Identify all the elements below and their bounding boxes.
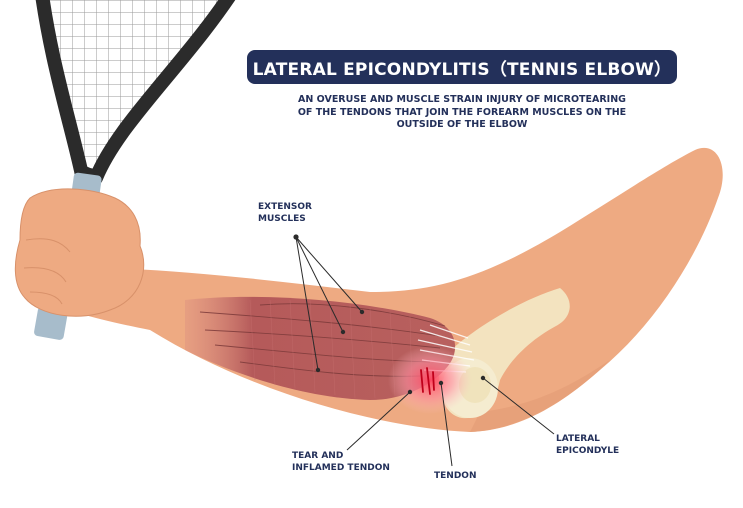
label-line: INFLAMED TENDON [292, 462, 390, 473]
label-tear-inflamed-tendon: TEAR AND INFLAMED TENDON [292, 451, 390, 474]
label-line: EPICONDYLE [556, 445, 620, 456]
page-title: LATERAL EPICONDYLITIS（TENNIS ELBOW） [247, 50, 677, 84]
label-line: EXTENSOR [258, 202, 312, 212]
label-line: LATERAL [556, 434, 600, 444]
subtitle-line: OF THE TENDONS THAT JOIN THE FOREARM MUS… [297, 106, 627, 118]
subtitle-line: AN OVERUSE AND MUSCLE STRAIN INJURY OF M… [298, 94, 626, 105]
label-lateral-epicondyle: LATERAL EPICONDYLE [556, 434, 619, 457]
label-line: TEAR AND [292, 451, 344, 461]
label-tendon: TENDON [434, 471, 477, 481]
label-extensor-muscles: EXTENSOR MUSCLES [258, 202, 312, 225]
subtitle: AN OVERUSE AND MUSCLE STRAIN INJURY OF M… [292, 94, 632, 132]
label-line: MUSCLES [258, 213, 306, 224]
subtitle-line: OUTSIDE OF THE ELBOW [396, 119, 528, 130]
